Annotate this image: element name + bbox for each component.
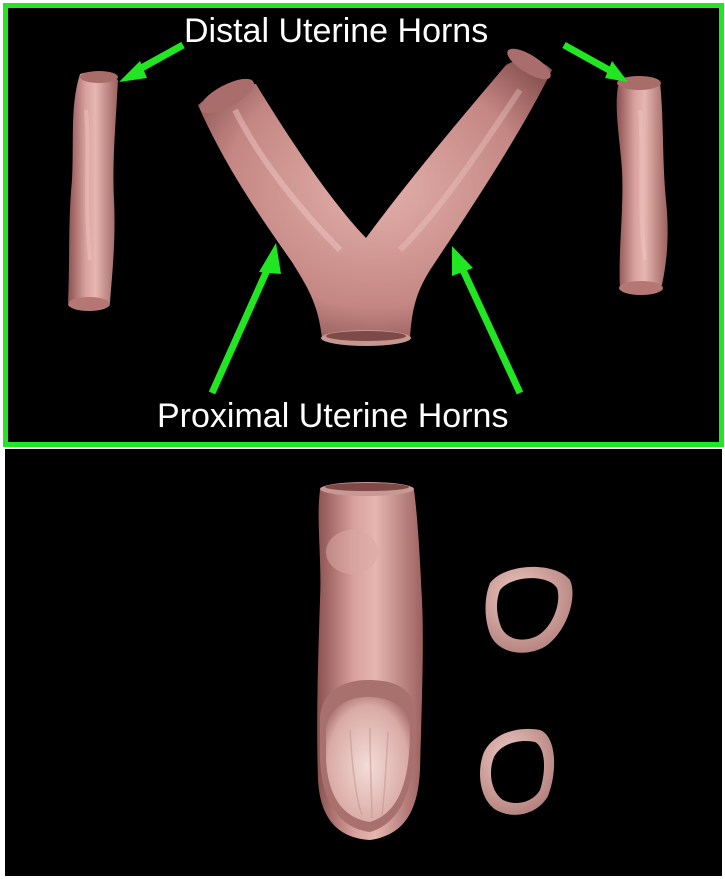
uterine-body-opened xyxy=(317,482,423,840)
proximal-uterine-horns-label: Proximal Uterine Horns xyxy=(157,399,508,433)
left-distal-horn xyxy=(68,71,118,311)
right-distal-horn xyxy=(617,76,668,295)
distal-uterine-horns-label: Distal Uterine Horns xyxy=(184,14,488,48)
